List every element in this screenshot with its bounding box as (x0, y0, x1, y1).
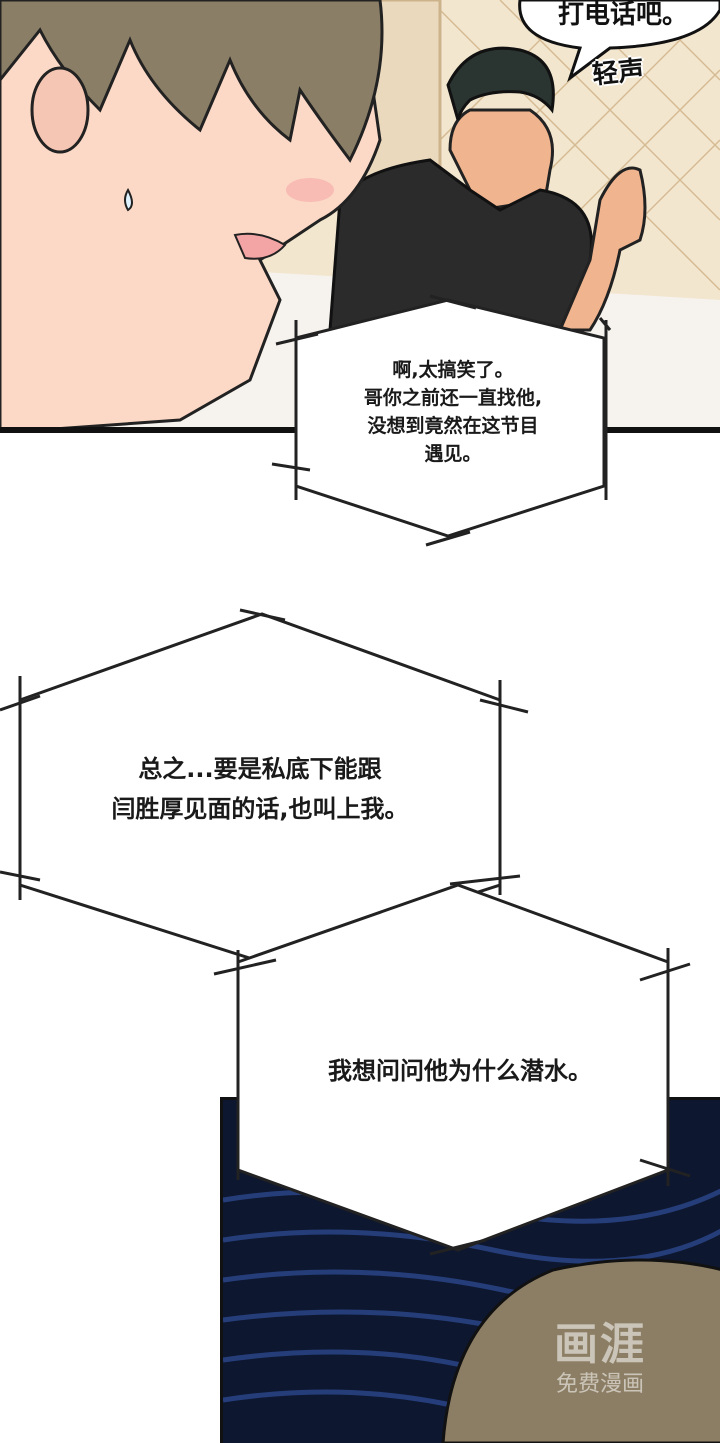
narration-line: 没想到竟然在这节目 (367, 415, 539, 437)
narration-text-1: 啊,太搞笑了。 哥你之前还一直找他, 没想到竟然在这节目 遇见。 (318, 356, 588, 468)
narration-line: 我想问问他为什么潜水。 (328, 1057, 592, 1085)
watermark: 画涯 免费漫画 (530, 1320, 670, 1400)
narration-line: 哥你之前还一直找他, (363, 387, 543, 409)
watermark-subtitle: 免费漫画 (555, 1372, 644, 1397)
narration-text-3: 我想问问他为什么潜水。 (250, 1052, 670, 1090)
narration-line: 总之...要是私底下能跟 (138, 755, 382, 783)
narration-line: 啊,太搞笑了。 (392, 359, 514, 381)
sound-effect-text: 轻声 (590, 55, 646, 91)
narration-line: 遇见。 (424, 443, 482, 465)
narration-text-2: 总之...要是私底下能跟 闫胜厚见面的话,也叫上我。 (40, 749, 480, 829)
comic-panel-top: 打电话吧。 轻声 (0, 0, 720, 430)
narration-line: 闫胜厚见面的话,也叫上我。 (111, 795, 409, 823)
speech-bubble-text: 打电话吧。 (557, 0, 688, 30)
scene-illustration (0, 0, 720, 430)
watermark-logo: 画涯 (554, 1319, 646, 1370)
